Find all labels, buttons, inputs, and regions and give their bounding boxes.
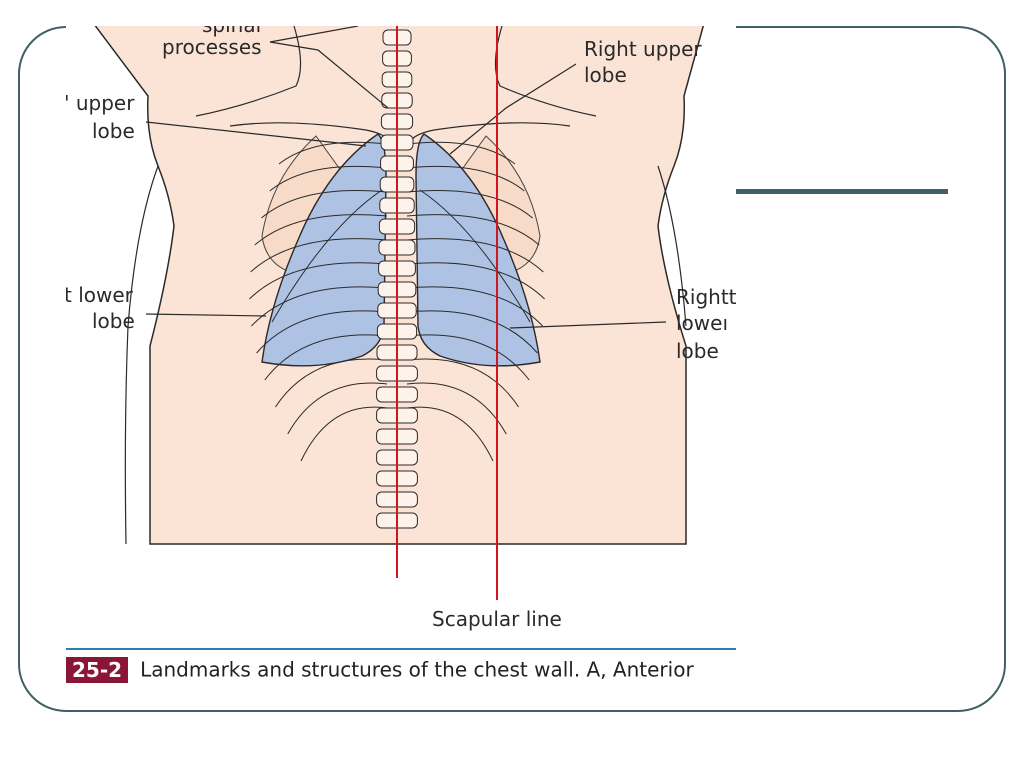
- slide-accent-bar: [736, 189, 948, 194]
- rib: [254, 214, 388, 246]
- left-oblique-fissure: [271, 189, 383, 323]
- caption-rule: [66, 648, 736, 650]
- rib: [406, 262, 545, 300]
- rib: [249, 262, 388, 300]
- label-right-lower-lobe-1: Rightt: [676, 285, 736, 309]
- leader-lines: [145, 26, 667, 329]
- posterior-chest-illustration: [94, 26, 705, 600]
- rib: [406, 334, 530, 381]
- right-lung: [415, 133, 541, 367]
- rib: [256, 310, 388, 354]
- rib: [406, 141, 516, 165]
- label-left-upper-lobe-2: lobe: [92, 119, 135, 143]
- label-spinal-processes: processes: [162, 35, 262, 59]
- left-arm-outline: [124, 165, 159, 545]
- rib: [406, 165, 525, 192]
- label-left-lower-lobe-1: t lower: [66, 283, 133, 307]
- rib: [269, 165, 388, 192]
- rib: [406, 286, 543, 327]
- label-right-upper-lobe-2: lobe: [584, 63, 627, 87]
- right-arm-outline: [657, 165, 687, 327]
- rib: [406, 310, 538, 354]
- ribcage: [249, 141, 545, 462]
- label-spinal-processes-top: spinal: [202, 26, 261, 37]
- figure-number-badge: 25-2: [66, 656, 129, 683]
- label-left-lower-lobe-2: lobe: [92, 309, 135, 333]
- caption-text: Landmarks and structures of the chest wa…: [140, 657, 694, 682]
- figure-panel: spinal processes ' upper lobe Right uppe…: [66, 26, 736, 692]
- rib: [406, 406, 494, 462]
- rib: [406, 358, 520, 408]
- rib: [406, 238, 544, 273]
- figure-caption: 25-2 Landmarks and structures of the ches…: [66, 656, 694, 686]
- right-clavicle: [409, 122, 571, 143]
- rib: [274, 358, 388, 408]
- label-right-lower-lobe-2: loweı: [676, 311, 729, 335]
- rib: [287, 382, 388, 435]
- label-scapular-line: Scapular line: [432, 607, 562, 631]
- label-right-upper-lobe-1: Right upper: [584, 37, 702, 61]
- rib: [406, 190, 533, 219]
- label-left-upper-lobe-1: ' upper: [66, 91, 135, 115]
- rib: [406, 382, 507, 435]
- rib: [264, 334, 388, 381]
- rib: [261, 190, 388, 219]
- rib: [300, 406, 388, 462]
- rib: [278, 141, 388, 165]
- rib: [250, 238, 388, 273]
- label-right-lower-lobe-3: lobe: [676, 339, 719, 363]
- rib: [406, 214, 540, 246]
